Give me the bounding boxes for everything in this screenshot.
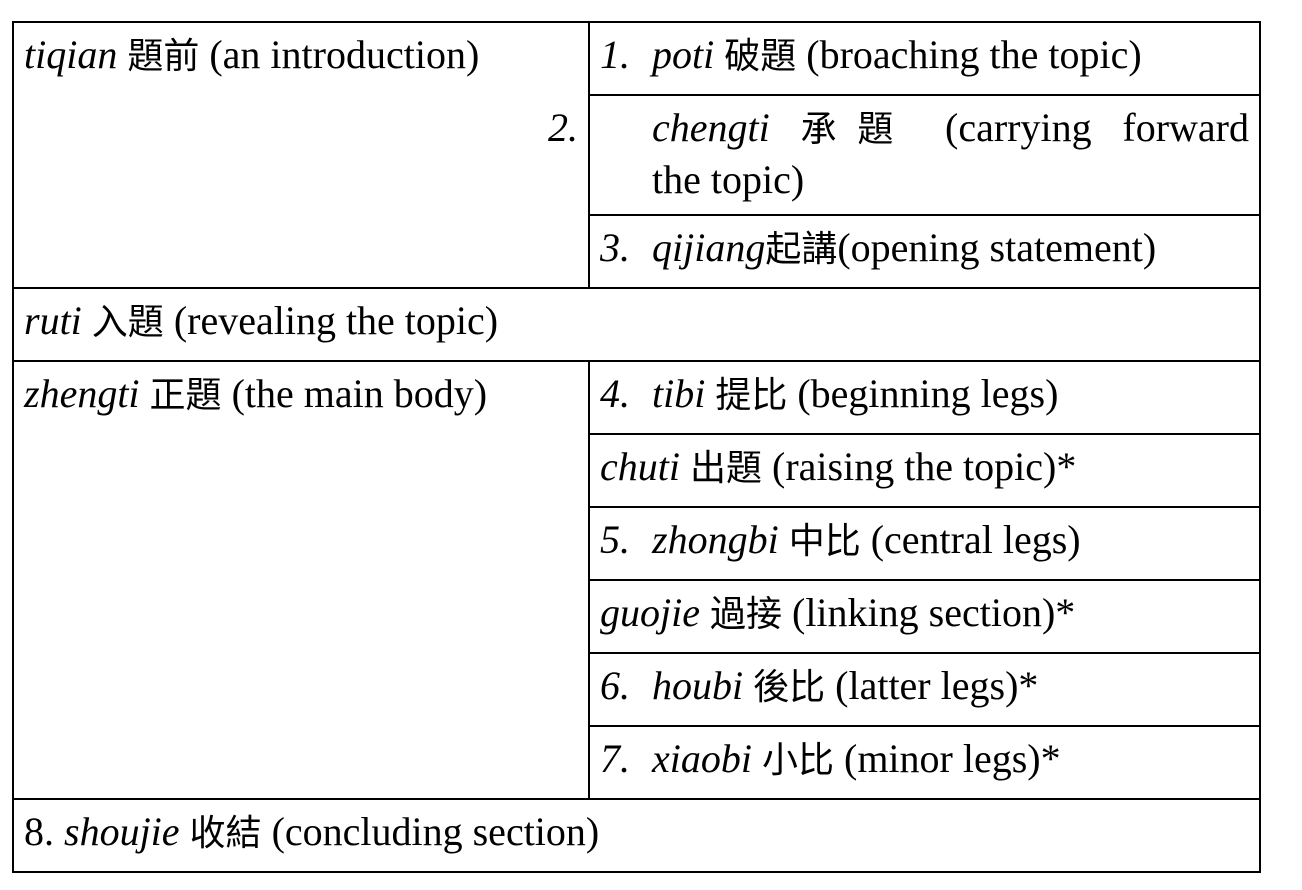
cell-tibi: 4. tibi 提比 (beginning legs) (588, 360, 1261, 435)
item-number: 1. (600, 32, 630, 77)
chinese-term: 中比 (788, 521, 861, 562)
table-row: ruti 入題 (revealing the topic) (12, 287, 1261, 362)
gloss: (broaching the topic) (806, 32, 1142, 77)
chinese-term: 過接 (709, 594, 782, 635)
gloss: (opening statement) (837, 225, 1157, 270)
table-row: tiqian 題前 (an introduction) 1. poti 破題 (b… (12, 21, 1261, 289)
cell-houbi: 6. houbi 後比 (latter legs)* (588, 652, 1261, 727)
item-number: 7. (600, 736, 630, 781)
romanization: tibi (652, 371, 706, 416)
essay-structure-document: tiqian 題前 (an introduction) 1. poti 破題 (b… (12, 21, 1261, 873)
romanization: xiaobi (652, 736, 752, 781)
gloss: (latter legs)* (835, 663, 1039, 708)
cell-tiqian: tiqian 題前 (an introduction) (12, 21, 590, 289)
cell-shoujie: 8. shoujie 收結 (concluding section) (12, 798, 1261, 873)
romanization: chuti (600, 444, 680, 489)
romanization: guojie (600, 590, 700, 635)
table-row: 6. houbi 後比 (latter legs)* (13, 652, 1261, 727)
chinese-term: 題前 (127, 36, 200, 77)
table-row: 2. chengti 承題 (carrying forward the topic… (13, 94, 1261, 216)
table-row: 5. zhongbi 中比 (central legs) (13, 506, 1261, 581)
chinese-term: 小比 (761, 740, 834, 781)
table-row: 8. shoujie 收結 (concluding section) (12, 798, 1261, 873)
cell-zhongbi: 5. zhongbi 中比 (central legs) (588, 506, 1261, 581)
chinese-term: 入題 (91, 302, 164, 343)
item-number: 8. (24, 809, 54, 854)
gloss: (revealing the topic) (173, 298, 499, 343)
table-row: chuti 出題 (raising the topic)* (13, 433, 1261, 508)
item-number: 4. (600, 371, 630, 416)
cell-ruti: ruti 入題 (revealing the topic) (12, 287, 1261, 362)
gloss: (minor legs)* (844, 736, 1061, 781)
gloss-line-2: the topic) (652, 157, 805, 202)
gloss: (an introduction) (209, 32, 480, 77)
cell-chuti: chuti 出題 (raising the topic)* (588, 433, 1261, 508)
gloss: (the main body) (231, 371, 488, 416)
romanization: qijiang (652, 225, 766, 270)
gloss-line-1: (carrying forward (945, 105, 1249, 150)
romanization: zhengti (24, 371, 140, 416)
item-number: 3. (600, 225, 630, 270)
table-row: 3. qijiang起講(opening statement) (13, 214, 1261, 289)
chinese-term: 後比 (753, 667, 826, 708)
chinese-term: 正題 (149, 375, 222, 416)
romanization: tiqian (24, 32, 118, 77)
item-number: 6. (600, 663, 630, 708)
cell-poti: 1. poti 破題 (broaching the topic) (588, 21, 1261, 96)
gloss: (beginning legs) (797, 371, 1059, 416)
chinese-term: 提比 (715, 375, 788, 416)
cell-qijiang: 3. qijiang起講(opening statement) (588, 214, 1261, 289)
item-number: 2. (548, 105, 578, 150)
cell-chengti: 2. chengti 承題 (carrying forward the topic… (548, 94, 1261, 216)
essay-structure-table: tiqian 題前 (an introduction) 1. poti 破題 (b… (12, 21, 1261, 873)
romanization: shoujie (64, 809, 180, 854)
gloss: (central legs) (870, 517, 1081, 562)
romanization: chengti (652, 105, 770, 150)
chinese-term: 收結 (189, 813, 262, 854)
romanization: zhongbi (652, 517, 779, 562)
chinese-term: 起講 (765, 229, 838, 270)
chinese-term: 破題 (724, 36, 797, 77)
chinese-term: 承題 (800, 109, 915, 150)
romanization: houbi (652, 663, 744, 708)
hanging-entry: 2. chengti 承題 (carrying forward the topic… (548, 102, 1249, 206)
chinese-term: 出題 (689, 448, 762, 489)
romanization: poti (652, 32, 715, 77)
cell-xiaobi: 7. xiaobi 小比 (minor legs)* (588, 725, 1261, 800)
table-row: 7. xiaobi 小比 (minor legs)* (13, 725, 1261, 800)
cell-guojie: guojie 過接 (linking section)* (588, 579, 1261, 654)
item-number: 5. (600, 517, 630, 562)
table-row: zhengti 正題 (the main body) 4. tibi 提比 (be… (12, 360, 1261, 800)
romanization: ruti (24, 298, 82, 343)
cell-zhengti: zhengti 正題 (the main body) (12, 360, 590, 800)
gloss: (concluding section) (271, 809, 600, 854)
table-row: guojie 過接 (linking section)* (13, 579, 1261, 654)
gloss: (linking section)* (792, 590, 1076, 635)
gloss: (raising the topic)* (772, 444, 1077, 489)
